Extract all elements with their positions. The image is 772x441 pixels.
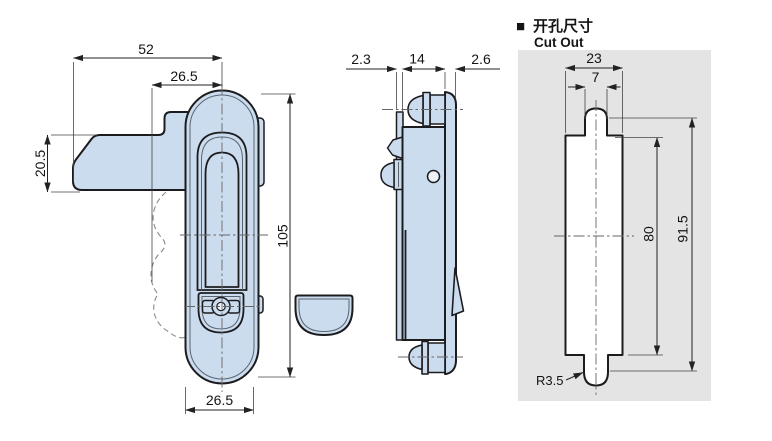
bottom-screw: [408, 340, 446, 375]
section-marker: ■: [516, 18, 525, 35]
screw-dome-left: [380, 161, 395, 189]
dim-23: 23: [565, 50, 623, 133]
cam-ghost-outline: [150, 191, 187, 339]
dim-91-5: 91.5: [609, 117, 697, 372]
dim-2-6-label: 2.6: [471, 51, 491, 67]
dim-7: 7: [568, 69, 621, 119]
cutout-shape: [564, 107, 624, 387]
cam-arm: [72, 111, 201, 191]
dim-105: 105: [258, 93, 296, 378]
dim-105-label: 105: [275, 224, 291, 248]
dim-r3-5: R3.5: [536, 372, 584, 388]
dim-2-3: 2.3: [346, 51, 397, 109]
dim-80-label: 80: [641, 226, 657, 242]
bottom-screw-body: [427, 342, 446, 374]
dust-cap-inner-line: [298, 298, 350, 333]
dim-2-3-label: 2.3: [351, 51, 371, 67]
front-plate: [444, 91, 457, 375]
dust-cap: [294, 294, 354, 336]
dim-14: 14: [402, 51, 446, 124]
cutout-section: ■ 开孔尺寸 Cut Out 23 7 80: [516, 17, 711, 401]
side-view: 2.3 14 2.6: [346, 51, 500, 375]
dim-26-5-bottom: 26.5: [185, 387, 254, 414]
dim-20-5-label: 20.5: [32, 150, 48, 177]
body-block: [401, 126, 446, 341]
dim-26-5-upper-label: 26.5: [170, 68, 197, 84]
dim-52-label: 52: [138, 41, 154, 57]
dim-23-label: 23: [586, 50, 602, 66]
dim-2-6: 2.6: [455, 51, 500, 99]
dim-14-label: 14: [409, 51, 425, 67]
dim-20-5: 20.5: [32, 134, 97, 193]
section-title-en: Cut Out: [534, 35, 584, 50]
bottom-screw-collar: [421, 340, 429, 375]
dim-26-5-upper: 26.5: [151, 68, 223, 282]
clip-tab: [386, 136, 404, 160]
dim-91-5-label: 91.5: [675, 215, 691, 242]
dim-26-5-bottom-label: 26.5: [206, 392, 233, 408]
section-title-cn: 开孔尺寸: [533, 17, 593, 35]
rivet-hole: [426, 169, 441, 184]
dim-r3-5-label: R3.5: [536, 373, 563, 388]
front-view: 52 26.5 20.5 105 26.5: [32, 41, 354, 414]
latch-wedge: [451, 267, 465, 317]
dim-7-label: 7: [592, 69, 600, 85]
dim-80: 80: [615, 137, 663, 356]
